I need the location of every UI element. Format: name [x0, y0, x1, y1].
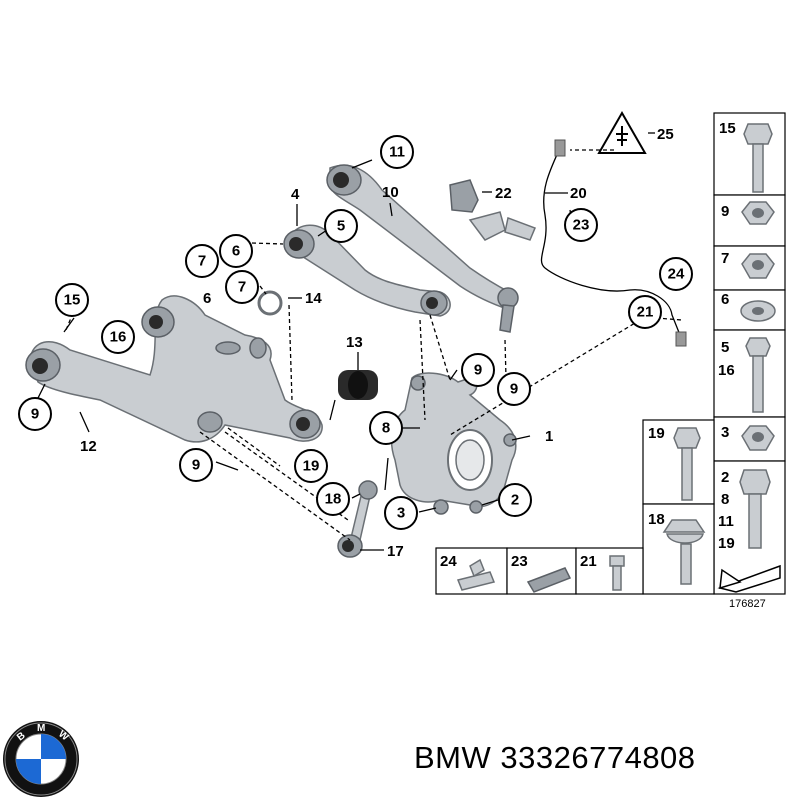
svg-text:M: M [37, 723, 45, 734]
svg-text:23: 23 [511, 553, 528, 570]
svg-text:13: 13 [346, 334, 363, 351]
sensor-bracket [449, 179, 479, 213]
svg-text:12: 12 [80, 438, 97, 455]
svg-text:19: 19 [718, 535, 735, 552]
svg-text:18: 18 [325, 491, 342, 508]
callouts: 11 10 4 5 7 6 6 7 14 15 16 9 12 13 8 9 9… [18, 126, 693, 560]
callout-9c: 9 [497, 372, 531, 406]
suspension-illustration [25, 110, 687, 558]
lower-wishbone [29, 295, 323, 443]
svg-text:21: 21 [580, 553, 597, 570]
svg-text:15: 15 [719, 120, 736, 137]
svg-text:9: 9 [721, 203, 729, 220]
part-caption: BMW 33326774808 [414, 740, 696, 776]
svg-text:4: 4 [291, 186, 300, 203]
bmw-logo: B M W [3, 721, 79, 797]
svg-text:8: 8 [721, 491, 729, 508]
part-number: 33326774808 [500, 740, 696, 775]
callout-19: 19 [294, 449, 328, 483]
svg-text:18: 18 [648, 511, 665, 528]
svg-text:3: 3 [397, 505, 405, 522]
svg-text:9: 9 [474, 362, 482, 379]
svg-text:25: 25 [657, 126, 674, 143]
callout-18: 18 [316, 482, 350, 516]
callout-7a: 7 [185, 244, 219, 278]
callout-20: 20 [570, 185, 587, 202]
callout-17: 17 [387, 543, 404, 560]
svg-text:24: 24 [668, 266, 685, 283]
callout-7b: 7 [225, 270, 259, 304]
callout-5: 5 [324, 209, 358, 243]
parts-table-middle: 19 18 [642, 419, 715, 595]
svg-text:19: 19 [648, 425, 665, 442]
diagram-code: 176827 [729, 598, 766, 610]
callout-23: 23 [564, 208, 598, 242]
svg-text:16: 16 [718, 362, 735, 379]
callout-3: 3 [384, 496, 418, 530]
svg-text:7: 7 [198, 253, 206, 270]
leader-lines [36, 132, 683, 551]
callout-15: 15 [55, 283, 89, 317]
svg-text:16: 16 [110, 329, 127, 346]
callout-24: 24 [659, 257, 693, 291]
svg-text:21: 21 [637, 304, 654, 321]
svg-text:11: 11 [389, 144, 405, 161]
svg-text:8: 8 [382, 420, 390, 437]
callout-25: 25 [657, 126, 674, 143]
svg-text:9: 9 [192, 457, 200, 474]
parts-table-bottom: 24 23 21 [435, 547, 644, 595]
o-ring [257, 290, 283, 316]
callout-6a: 6 [219, 234, 253, 268]
callout-21: 21 [628, 295, 662, 329]
svg-text:22: 22 [495, 185, 512, 202]
callout-4: 4 [291, 186, 300, 203]
svg-text:3: 3 [721, 424, 729, 441]
callout-6b: 6 [203, 290, 211, 307]
svg-text:14: 14 [305, 290, 322, 307]
svg-text:10: 10 [382, 184, 399, 201]
svg-text:6: 6 [232, 243, 240, 260]
svg-text:24: 24 [440, 553, 457, 570]
callout-8: 8 [369, 411, 403, 445]
svg-text:5: 5 [721, 339, 729, 356]
svg-text:6: 6 [721, 291, 729, 308]
svg-text:7: 7 [238, 279, 246, 296]
svg-text:5: 5 [337, 218, 345, 235]
svg-text:11: 11 [718, 513, 734, 530]
callout-9b: 9 [461, 353, 495, 387]
callout-12: 12 [80, 438, 97, 455]
callout-16: 16 [101, 320, 135, 354]
svg-text:23: 23 [573, 217, 590, 234]
sensor-wire [540, 147, 681, 336]
callout-9d: 9 [179, 448, 213, 482]
parts-table-right: 15 9 7 6 5 16 3 2 8 11 19 [713, 112, 786, 595]
svg-text:15: 15 [64, 292, 81, 309]
svg-text:9: 9 [510, 381, 518, 398]
callout-9a: 9 [18, 397, 52, 431]
svg-text:17: 17 [387, 543, 404, 560]
callout-11: 11 [380, 135, 414, 169]
callout-13: 13 [346, 334, 363, 351]
svg-text:6: 6 [203, 290, 211, 307]
callout-22: 22 [495, 185, 512, 202]
svg-text:19: 19 [303, 458, 320, 475]
callout-14: 14 [305, 290, 322, 307]
svg-text:2: 2 [721, 469, 729, 486]
callout-1: 1 [545, 428, 553, 445]
direction-arrow-icon [717, 564, 781, 593]
svg-text:7: 7 [721, 250, 729, 267]
svg-text:9: 9 [31, 406, 39, 423]
svg-text:20: 20 [570, 185, 587, 202]
callout-10: 10 [382, 184, 399, 201]
svg-text:1: 1 [545, 428, 553, 445]
svg-text:2: 2 [511, 492, 519, 509]
brand-name: BMW [414, 740, 492, 775]
callout-2: 2 [498, 483, 532, 517]
